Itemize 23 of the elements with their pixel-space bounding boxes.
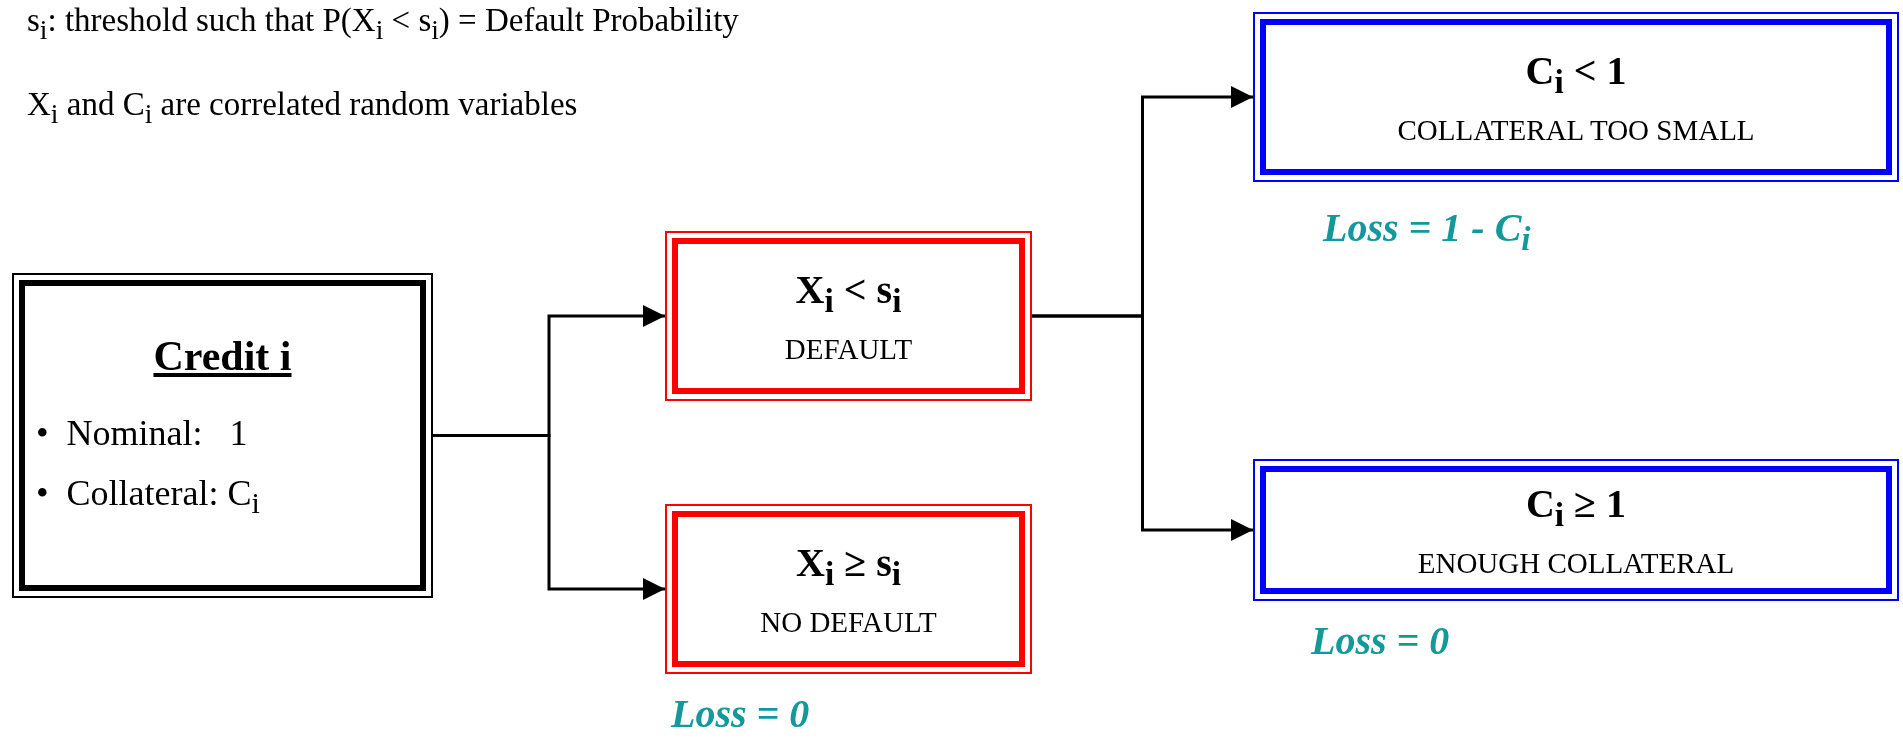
note: X$_{i}$ and C$_{i}$ are correlated random variables xyxy=(27,86,578,130)
list-item: • Collateral: C$_{i}$ xyxy=(36,472,260,521)
box xyxy=(1253,12,1899,182)
note: s$_{i}$: threshold such that P(X$_{i}$ < s$_{i}$) = Default Probability xyxy=(27,2,739,46)
arrow xyxy=(433,434,665,600)
condition-heading: C$_{i}$ < 1 xyxy=(1525,47,1627,102)
arrow xyxy=(1032,314,1253,541)
list-item: • Nominal: 1 xyxy=(36,412,249,455)
outcome-text: NO DEFAULT xyxy=(760,606,937,639)
heading: Credit i xyxy=(153,332,292,381)
condition-heading: C$_{i}$ ≥ 1 xyxy=(1525,480,1627,535)
loss-formula: Loss = 0 xyxy=(1311,619,1450,663)
outcome-text: DEFAULT xyxy=(784,333,913,366)
condition-heading: X$_{i}$ < s$_{i}$ xyxy=(795,266,902,321)
outcome-text: COLLATERAL TOO SMALL xyxy=(1397,114,1755,147)
box xyxy=(665,504,1032,674)
loss-formula: Loss = 1 - C$_{i}$ xyxy=(1323,206,1531,258)
outcome-text: ENOUGH COLLATERAL xyxy=(1417,547,1735,580)
box xyxy=(665,231,1032,401)
loss-formula: Loss = 0 xyxy=(671,692,810,736)
condition-heading: X$_{i}$ ≥ s$_{i}$ xyxy=(796,539,901,594)
box xyxy=(12,273,433,598)
box xyxy=(1253,459,1899,601)
